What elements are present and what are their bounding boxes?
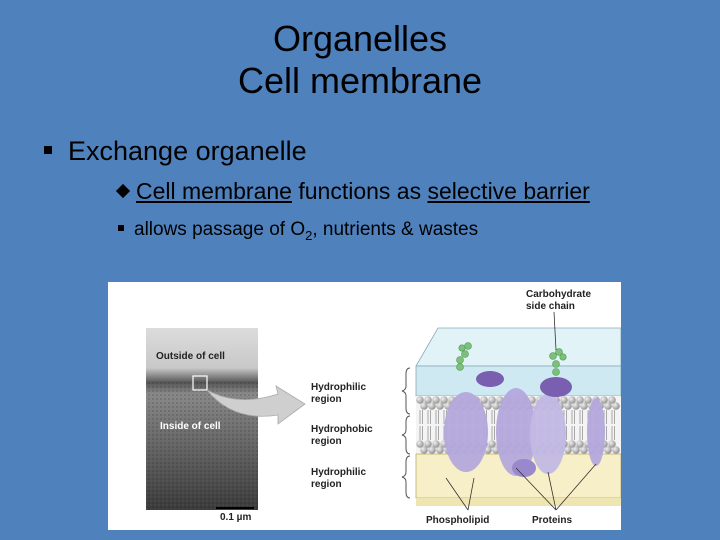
membrane-proteins bbox=[444, 371, 605, 477]
phospholipid-head bbox=[568, 440, 576, 448]
zoom-box bbox=[192, 375, 208, 391]
square-bullet-icon bbox=[44, 145, 52, 154]
phospholipid-head bbox=[440, 396, 448, 404]
cell-membrane-figure: Outside of cell Inside of cell 0.1 µm Hy… bbox=[108, 282, 621, 530]
label-outside-cell: Outside of cell bbox=[156, 351, 225, 362]
phospholipid-head bbox=[436, 402, 444, 410]
label-proteins: Proteins bbox=[532, 515, 572, 526]
bullet3-before: allows passage of O bbox=[134, 219, 306, 240]
phospholipid-head bbox=[564, 446, 572, 454]
cell-membrane-term: Cell membrane bbox=[136, 178, 292, 204]
label-scale: 0.1 µm bbox=[220, 512, 251, 523]
label-hydrophilic-top-2: region bbox=[311, 394, 342, 405]
bullet-allows-passage: allows passage of O2, nutrients & wastes bbox=[118, 216, 478, 250]
title-line-2: Cell membrane bbox=[237, 60, 483, 101]
phospholipid-head bbox=[432, 440, 440, 448]
bullet1-text: Exchange organelle bbox=[68, 136, 307, 166]
phospholipid-head bbox=[424, 440, 432, 448]
bullet3-subscript: 2 bbox=[305, 227, 313, 243]
phospholipid-head bbox=[428, 402, 436, 410]
micrograph: Outside of cell Inside of cell 0.1 µm bbox=[146, 328, 258, 523]
pointer-lines bbox=[445, 463, 597, 511]
label-phospholipid: Phospholipid bbox=[426, 515, 489, 526]
label-carbohydrate-1: Carbohydrate bbox=[526, 289, 591, 300]
bullet-selective-barrier: Cell membrane functions as selective bar… bbox=[115, 176, 590, 206]
diamond-bullet-icon bbox=[115, 183, 131, 199]
phospholipid-head bbox=[576, 396, 584, 404]
label-carbohydrate-2: side chain bbox=[526, 301, 575, 312]
slide-title: Organelles Cell membrane bbox=[0, 18, 720, 102]
phospholipid-head bbox=[480, 396, 488, 404]
phospholipid-head bbox=[436, 446, 444, 454]
phospholipid-head bbox=[432, 396, 440, 404]
phospholipid-head bbox=[572, 446, 580, 454]
phospholipid-head bbox=[484, 402, 492, 410]
phospholipid-head bbox=[612, 402, 620, 410]
zoom-arrow-icon bbox=[206, 385, 306, 425]
label-hydrophilic-bottom-2: region bbox=[311, 479, 342, 490]
phospholipid-head bbox=[416, 396, 424, 404]
phospholipid-head bbox=[560, 396, 568, 404]
phospholipid-head bbox=[568, 396, 576, 404]
phospholipid-head bbox=[608, 396, 616, 404]
phospholipid-head bbox=[580, 402, 588, 410]
phospholipid-head bbox=[608, 440, 616, 448]
phospholipid-head bbox=[564, 402, 572, 410]
phospholipid-head bbox=[488, 440, 496, 448]
phospholipid-head bbox=[428, 446, 436, 454]
phospholipid-head bbox=[604, 446, 612, 454]
phospholipid-head bbox=[604, 402, 612, 410]
phospholipid-head bbox=[424, 396, 432, 404]
phospholipid-head bbox=[488, 396, 496, 404]
title-line-1: Organelles bbox=[272, 18, 448, 59]
square-bullet-icon bbox=[118, 224, 124, 231]
label-inside-cell: Inside of cell bbox=[160, 421, 221, 432]
phospholipid-head bbox=[420, 402, 428, 410]
region-braces bbox=[401, 367, 411, 499]
label-hydrophobic-1: Hydrophobic bbox=[311, 424, 373, 435]
carbohydrate-chains bbox=[456, 342, 567, 376]
phospholipid-head bbox=[572, 402, 580, 410]
label-hydrophobic-2: region bbox=[311, 436, 342, 447]
phospholipid-head bbox=[584, 396, 592, 404]
phospholipid-head bbox=[416, 440, 424, 448]
phospholipid-head bbox=[600, 396, 608, 404]
phospholipid-head bbox=[612, 446, 620, 454]
bullet3-after: , nutrients & wastes bbox=[312, 219, 479, 240]
phospholipid-head bbox=[420, 446, 428, 454]
phospholipid-head bbox=[580, 446, 588, 454]
label-hydrophilic-bottom-1: Hydrophilic bbox=[311, 467, 366, 478]
phospholipid-head bbox=[492, 402, 500, 410]
selective-barrier-term: selective barrier bbox=[427, 178, 590, 204]
membrane-diagram: Outside of cell Inside of cell 0.1 µm Hy… bbox=[146, 289, 621, 526]
bullet2-middle: functions as bbox=[291, 178, 428, 204]
bullet-exchange-organelle: Exchange organelle bbox=[44, 134, 307, 168]
phospholipid-head bbox=[576, 440, 584, 448]
label-hydrophilic-top-1: Hydrophilic bbox=[311, 382, 366, 393]
